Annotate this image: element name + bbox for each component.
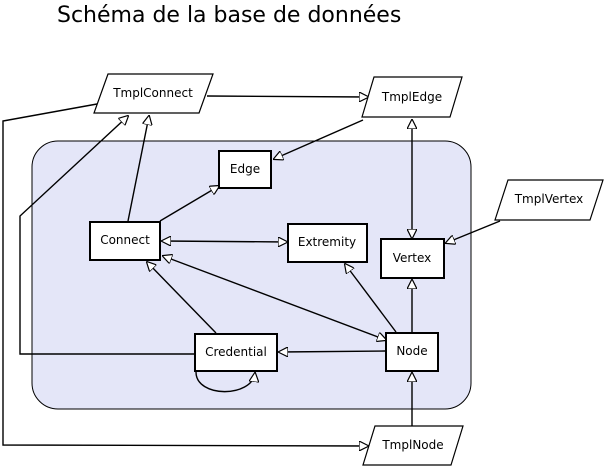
node-connect: Connect	[89, 221, 161, 261]
node-credential: Credential	[194, 333, 278, 372]
edge-connect-edge	[159, 186, 219, 222]
node-tmplnode-label: TmplNode	[381, 438, 443, 452]
edge-credential-self-loop	[195, 372, 255, 393]
node-credential-label: Credential	[205, 345, 267, 359]
node-tmplvertex-label: TmplVertex	[514, 192, 584, 206]
edge-credential-connect	[147, 262, 217, 334]
node-extremity: Extremity	[287, 223, 368, 263]
node-tmpledge-label: TmplEdge	[381, 90, 442, 104]
node-tmplnode: TmplNode	[362, 425, 464, 466]
node-tmplconnect-label: TmplConnect	[112, 86, 193, 100]
edge-tmplconnect-tmpledge	[206, 96, 368, 97]
node-vertex: Vertex	[380, 238, 445, 279]
node-tmpledge: TmplEdge	[361, 76, 463, 118]
node-edge: Edge	[218, 150, 272, 189]
edges	[2, 96, 501, 446]
node-connect-label: Connect	[100, 233, 150, 247]
edge-tmplvertex-vertex	[446, 220, 501, 243]
node-extremity-label: Extremity	[298, 235, 356, 249]
node-node-label: Node	[396, 344, 427, 358]
edge-node-connect	[163, 256, 386, 340]
edge-connect-extremity	[162, 241, 287, 242]
edge-credential-tmplconnect	[19, 116, 194, 355]
diagram-title: Schéma de la base de données	[57, 3, 401, 28]
edge-tmplnode-tmplconnect-outer	[2, 103, 368, 446]
node-edge-label: Edge	[230, 162, 260, 176]
node-tmplvertex: TmplVertex	[494, 179, 604, 221]
edge-connect-tmplconnect	[127, 116, 149, 222]
edge-tmpledge-edge	[274, 119, 364, 159]
node-node: Node	[385, 332, 439, 372]
edge-node-credential	[279, 351, 386, 352]
edge-node-extremity	[345, 264, 397, 333]
node-tmplconnect: TmplConnect	[93, 73, 214, 114]
node-vertex-label: Vertex	[393, 251, 432, 265]
